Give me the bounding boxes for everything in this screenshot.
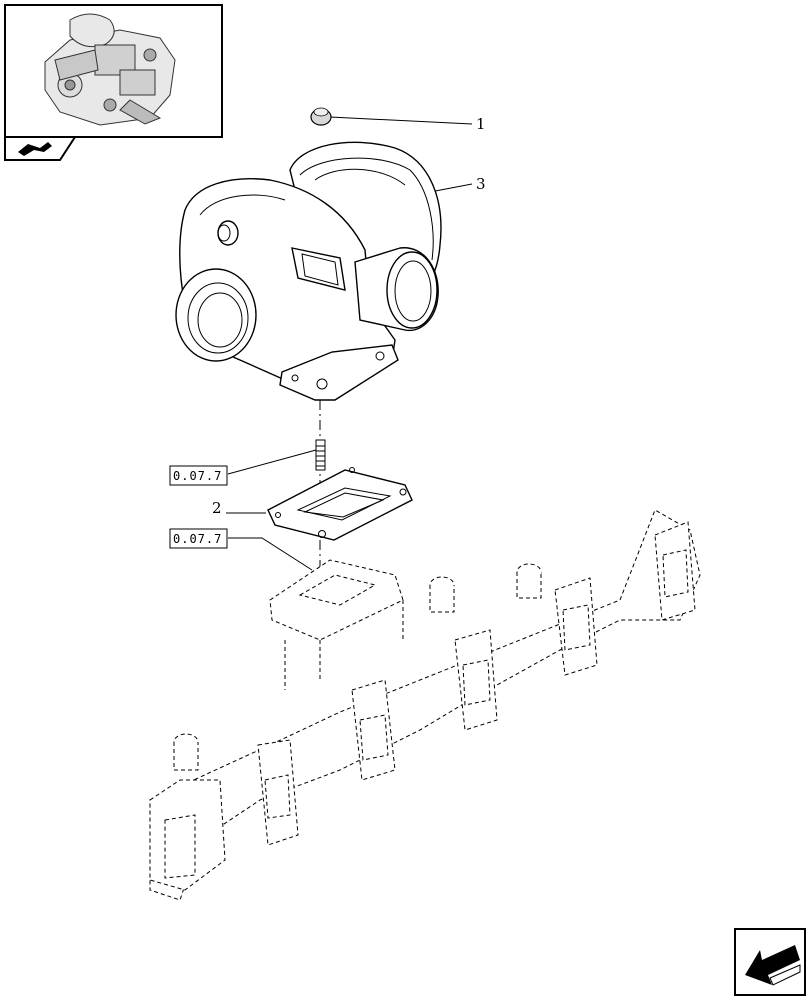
next-page-arrow-icon[interactable] <box>734 928 806 996</box>
assembly-tab-icon[interactable] <box>4 136 77 161</box>
callout-1: 1 <box>476 115 486 133</box>
leader-lines <box>226 116 473 571</box>
turbocharger-part <box>175 141 442 401</box>
ref-manifold-label: 0.07.7 <box>173 532 222 546</box>
callout-3: 3 <box>476 175 486 193</box>
cap-part <box>310 107 332 126</box>
ref-stud-label: 0.07.7 <box>173 469 222 483</box>
gasket-part <box>267 467 413 541</box>
callout-2: 2 <box>212 499 222 517</box>
stud-part <box>315 439 326 471</box>
engine-thumbnail-icon[interactable] <box>4 4 223 138</box>
reference-box-stud[interactable]: 0.07.7 <box>169 465 228 486</box>
reference-box-manifold[interactable]: 0.07.7 <box>169 528 228 549</box>
exhaust-manifold-part <box>149 509 701 901</box>
